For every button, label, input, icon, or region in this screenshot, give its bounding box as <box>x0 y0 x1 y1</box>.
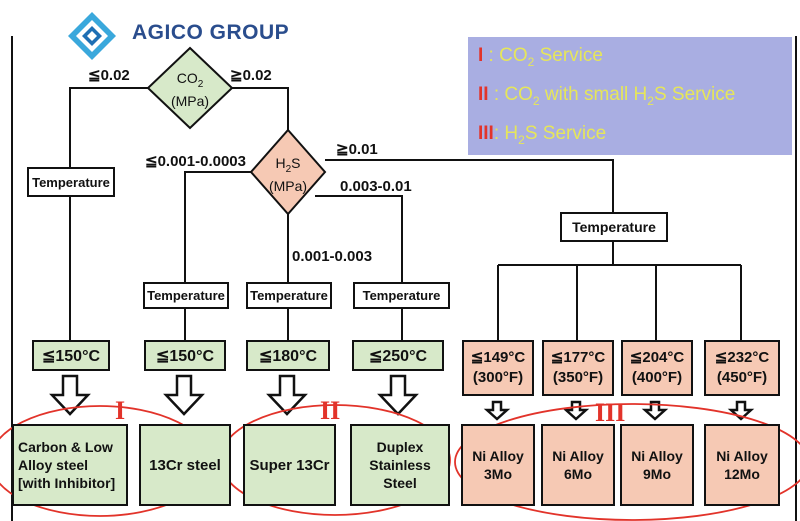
legend-sub-2b: 2 <box>647 93 654 108</box>
branch-label-co2-low: ≦0.02 <box>88 67 130 84</box>
material-box-duplex: Duplex Stainless Steel <box>350 424 450 506</box>
legend-item-1: I : CO2 Service <box>478 45 603 69</box>
material-4-line2: Stainless Steel <box>369 457 431 491</box>
material-8-line2: 12Mo <box>724 466 760 482</box>
co2-diamond-label: CO2 (MPa) <box>158 70 222 110</box>
connector-lines <box>69 87 742 340</box>
group-label-2: II <box>320 396 341 425</box>
material-4-line1: Duplex <box>376 439 424 455</box>
small-arrow-1 <box>483 400 511 421</box>
legend-sep-2: : <box>488 84 505 105</box>
limit-fahrenheit-8: (450°F) <box>716 369 768 386</box>
temperature-box-3: Temperature <box>246 282 332 309</box>
temperature-box-4: Temperature <box>353 282 450 309</box>
down-arrow-2 <box>163 374 205 416</box>
brand-name: AGICO GROUP <box>132 21 290 44</box>
legend-sep-1: : <box>483 45 500 66</box>
material-box-ni-3mo: Ni Alloy 3Mo <box>461 424 535 506</box>
legend-text-1: CO <box>499 45 528 66</box>
limit-box-7: ≦204°C (400°F) <box>621 340 693 396</box>
material-box-super-13cr: Super 13Cr <box>243 424 336 506</box>
material-box-13cr: 13Cr steel <box>139 424 231 506</box>
branch-label-co2-high: ≧0.02 <box>230 67 272 84</box>
branch-label-h2s-mid2: 0.001-0.003 <box>292 248 373 265</box>
legend-after-3: S Service <box>524 123 607 144</box>
material-6-line1: Ni Alloy <box>552 448 604 464</box>
down-arrow-3 <box>266 374 308 416</box>
limit-box-6: ≦177°C (350°F) <box>542 340 614 396</box>
legend-after-2b: S Service <box>653 84 736 105</box>
material-6-line2: 6Mo <box>564 466 592 482</box>
branch-label-h2s-low: ≦0.001-0.0003 <box>145 153 246 170</box>
h2s-diamond-label: H2S (MPa) <box>256 155 320 195</box>
legend-sub-2: 2 <box>532 93 540 108</box>
small-arrow-2 <box>562 400 590 421</box>
small-down-arrows <box>483 400 755 421</box>
limit-celsius-6: ≦177°C <box>550 349 606 366</box>
material-1-line3: [with Inhibitor] <box>18 475 116 491</box>
legend-text-2: CO <box>504 84 533 105</box>
material-1-line2: Alloy steel <box>18 457 89 473</box>
limit-box-1: ≦150°C <box>32 340 110 371</box>
limit-box-5: ≦149°C (300°F) <box>462 340 534 396</box>
limit-box-4: ≦250°C <box>352 340 444 371</box>
group-label-1: I <box>115 396 126 425</box>
temperature-box-2: Temperature <box>143 282 229 309</box>
limit-celsius-8: ≦232°C <box>714 349 770 366</box>
limit-fahrenheit-7: (400°F) <box>631 369 683 386</box>
temperature-box-1: Temperature <box>27 167 115 197</box>
material-box-ni-12mo: Ni Alloy 12Mo <box>704 424 780 506</box>
h2s-label-s: S <box>291 155 301 171</box>
material-7-line2: 9Mo <box>643 466 671 482</box>
material-box-ni-6mo: Ni Alloy 6Mo <box>541 424 615 506</box>
down-arrows <box>49 374 419 416</box>
legend-sub-1: 2 <box>527 54 535 69</box>
legend-text-3: H <box>504 123 519 144</box>
legend-after-1: Service <box>534 45 603 66</box>
limit-box-8: ≦232°C (450°F) <box>704 340 780 396</box>
h2s-unit: (MPa) <box>268 177 308 194</box>
legend-roman-2: II <box>478 84 489 105</box>
diamond-logo-icon <box>68 12 116 60</box>
branch-label-h2s-mid1: 0.003-0.01 <box>340 178 412 195</box>
co2-decision-diamond <box>146 46 234 130</box>
group-label-3: III <box>595 398 626 427</box>
material-5-line2: 3Mo <box>484 466 512 482</box>
legend-after-2: with small H <box>539 84 648 105</box>
down-arrow-1 <box>49 374 91 416</box>
legend-panel: I : CO2 Service II : CO2 with small H2S … <box>468 37 792 155</box>
down-arrow-4 <box>377 374 419 416</box>
small-arrow-3 <box>641 400 669 421</box>
limit-box-2: ≦150°C <box>144 340 226 371</box>
material-8-line1: Ni Alloy <box>716 448 768 464</box>
material-5-line1: Ni Alloy <box>472 448 524 464</box>
legend-item-2: II : CO2 with small H2S Service <box>478 84 735 108</box>
h2s-decision-diamond <box>249 128 327 216</box>
material-box-carbon-steel: Carbon & Low Alloy steel [with Inhibitor… <box>12 424 128 506</box>
legend-sep-3: : <box>493 123 505 144</box>
legend-roman-3: III <box>478 123 494 144</box>
legend-sub-3: 2 <box>518 132 525 147</box>
co2-unit: (MPa) <box>170 92 210 109</box>
limit-fahrenheit-5: (300°F) <box>472 369 524 386</box>
small-arrow-4 <box>727 400 755 421</box>
material-1-line1: Carbon & Low <box>18 439 113 455</box>
limit-fahrenheit-6: (350°F) <box>552 369 604 386</box>
temperature-box-5: Temperature <box>560 212 668 242</box>
limit-celsius-7: ≦204°C <box>629 349 685 366</box>
limit-celsius-5: ≦149°C <box>470 349 526 366</box>
branch-label-h2s-high: ≧0.01 <box>336 141 378 158</box>
group-ellipse-3 <box>454 403 800 521</box>
h2s-label-h: H <box>275 155 286 171</box>
h2s-sub: 2 <box>285 163 292 175</box>
co2-sub: 2 <box>197 78 204 90</box>
legend-roman-1: I <box>478 45 484 66</box>
material-7-line1: Ni Alloy <box>631 448 683 464</box>
legend-item-3: III: H2S Service <box>478 123 606 147</box>
limit-box-3: ≦180°C <box>246 340 330 371</box>
co2-label: CO <box>176 70 198 86</box>
material-box-ni-9mo: Ni Alloy 9Mo <box>620 424 694 506</box>
